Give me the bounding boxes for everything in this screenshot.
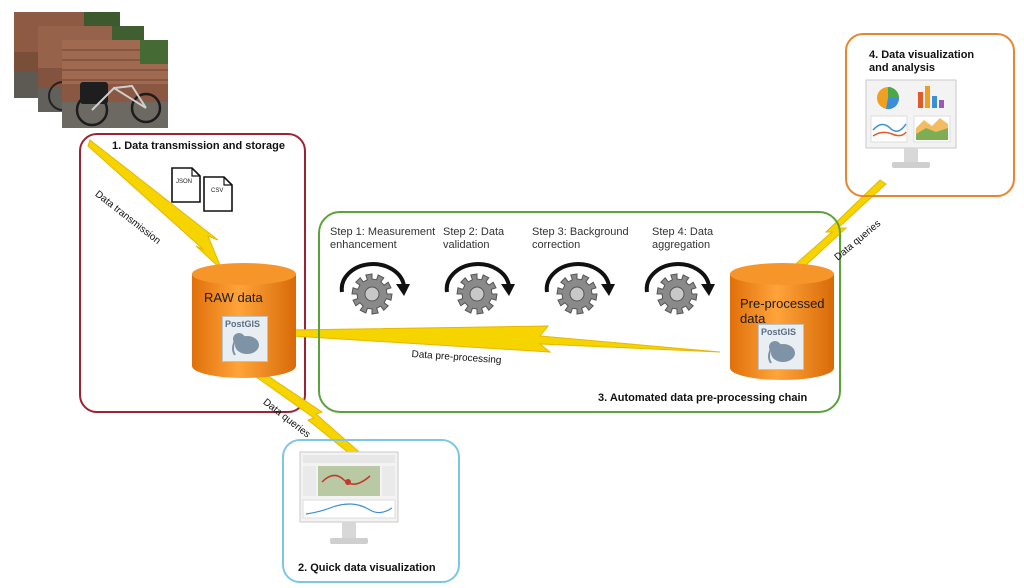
pipeline-title: 3. Automated data pre-processing chain [598,392,808,404]
map-icon [318,466,380,496]
pipeline-frame [318,211,841,413]
gear-icon [444,262,515,315]
rotation-arrow [644,262,711,293]
rotation-arrowhead [601,284,615,296]
rotation-arrow [544,262,611,293]
postgis-logo-text: PostGIS [225,319,261,329]
rotation-arrow [444,262,511,293]
storage-title: 1. Data transmission and storage [112,140,285,152]
csv-file-label: CSV [211,188,224,194]
quick-title: 2. Quick data visualization [298,562,436,574]
json-file-icon: JSON [171,167,201,203]
quick-frame [282,439,460,583]
visualization-title: 4. Data visualization and analysis [869,49,975,74]
step-3-label: Step 3: Background correction [532,226,629,251]
postgis-logo: PostGIS [758,324,804,370]
step-4-label: Step 4: Data aggregation [652,226,714,251]
gear-icon [544,262,615,315]
step-1-label: Step 1: Measurement enhancement [330,226,436,251]
postgis-logo-text: PostGIS [761,327,797,337]
json-file-label: JSON [176,179,193,185]
gear-hub [469,286,485,302]
rotation-arrowhead [501,284,515,296]
rotation-arrow [339,262,406,293]
gear-hub [364,286,380,302]
visualization-monitor-icon [865,79,957,172]
csv-file-icon: CSV [203,176,233,212]
gear-hub [569,286,585,302]
pie-chart-icon [877,87,900,110]
step-2-label: Step 2: Data validation [443,226,505,251]
processed-data-label: Pre-processed data [740,296,825,326]
gear-icon [644,262,715,315]
bicycle-photo-front [62,40,168,128]
gear-hub [669,286,685,302]
gear-icon [339,262,410,315]
postgis-logo: PostGIS [222,316,268,362]
rotation-arrowhead [701,284,715,296]
bar-chart-icon [918,86,944,108]
bicycle-photo-stack [14,12,169,130]
rotation-arrowhead [396,284,410,296]
quick-monitor-icon [299,451,399,552]
line-chart-icon [870,115,908,143]
raw-data-label: RAW data [204,290,263,305]
visualization-frame [845,33,1015,197]
processed-data-database-icon: Pre-processed data PostGIS [728,262,836,382]
storage-frame [79,133,306,413]
raw-data-database-icon: RAW data PostGIS [190,262,298,380]
